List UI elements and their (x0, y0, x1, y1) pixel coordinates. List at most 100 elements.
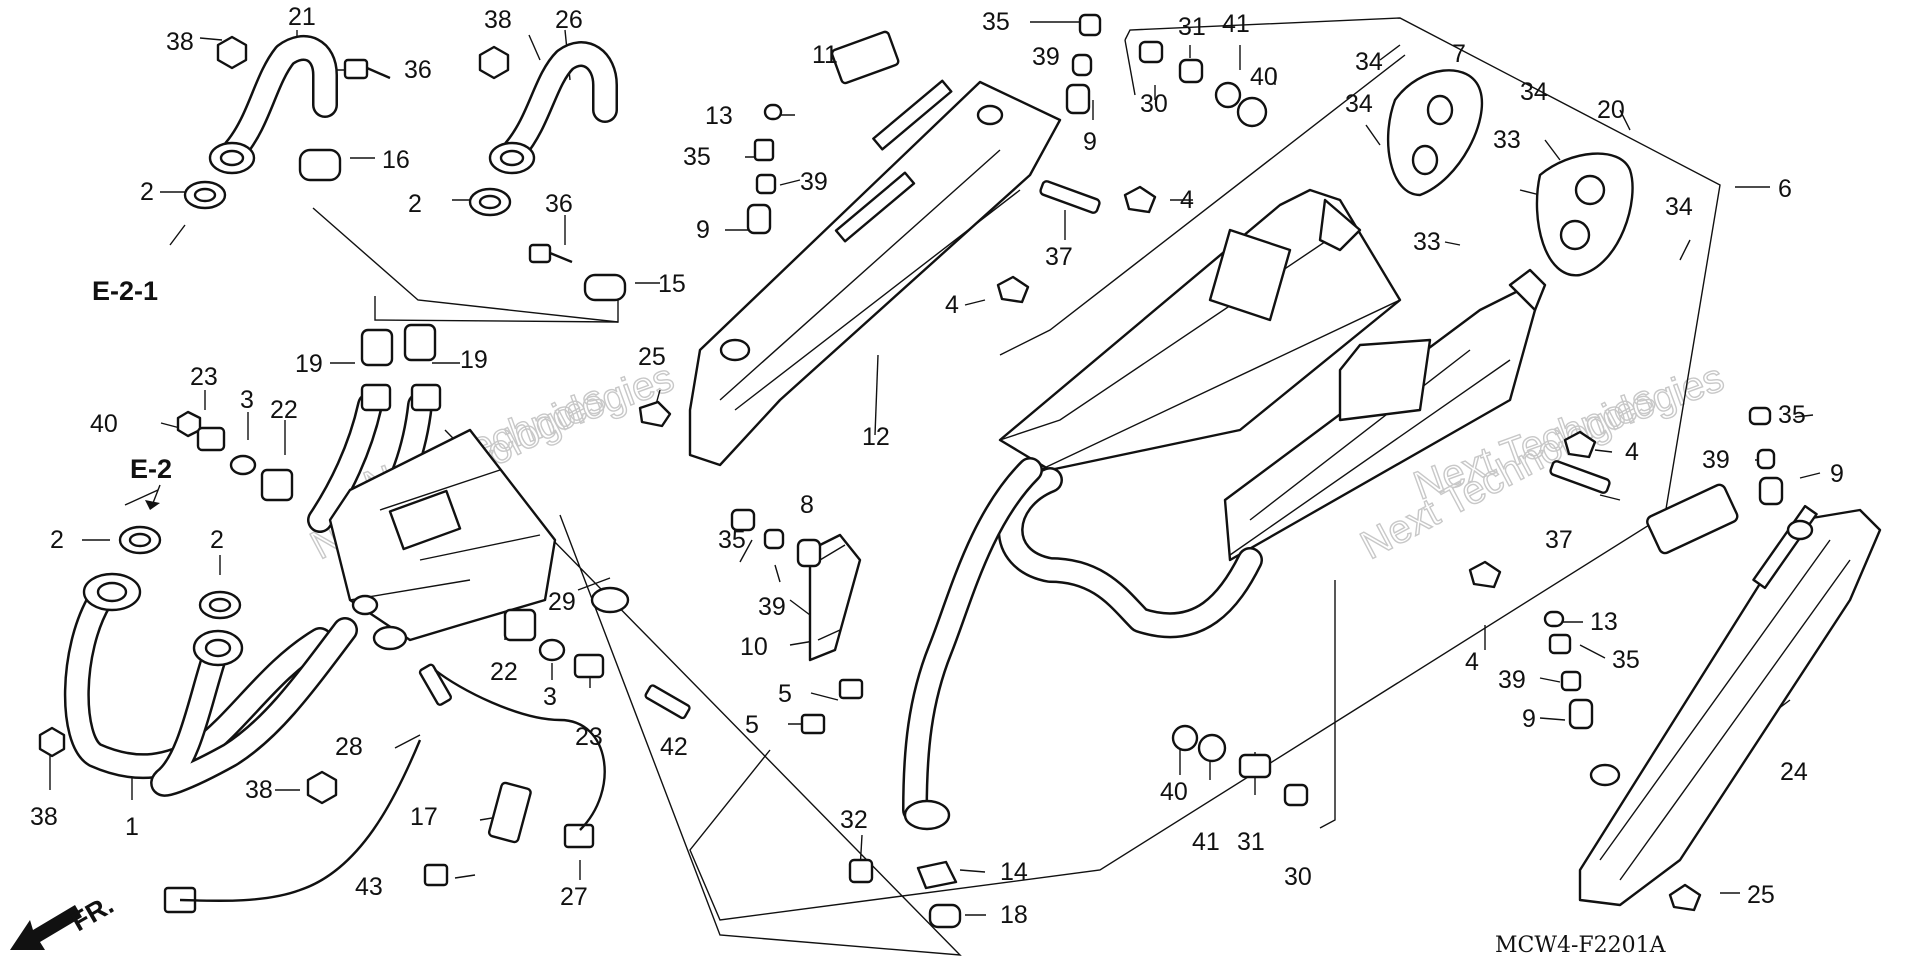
callout-39: 39 (1702, 446, 1730, 474)
callout-32: 32 (840, 806, 868, 834)
exhaust-pipe-26 (488, 41, 618, 175)
callout-5: 5 (778, 680, 792, 708)
callout-40: 40 (1160, 778, 1188, 806)
callout-40: 40 (1250, 63, 1278, 91)
callout-9: 9 (1083, 128, 1097, 156)
callout-31: 31 (1237, 828, 1265, 856)
callout-15: 15 (658, 270, 686, 298)
callout-2: 2 (408, 190, 422, 218)
grommet-25 (638, 400, 672, 428)
callout-25: 25 (638, 343, 666, 371)
stud-22 (503, 608, 537, 642)
callout-37: 37 (1045, 243, 1073, 271)
ref-e-2: E-2 (130, 454, 172, 484)
rubber-11 (830, 30, 900, 85)
callout-24: 24 (1780, 758, 1808, 786)
catalyzer-chamber (328, 428, 557, 651)
callout-2: 2 (50, 526, 64, 554)
callout-34: 34 (1520, 78, 1548, 106)
callout-23: 23 (190, 363, 218, 391)
callout-30: 30 (1284, 863, 1312, 891)
callout-12: 12 (862, 423, 890, 451)
callout-8: 8 (800, 491, 814, 519)
leader-lines (49, 21, 1821, 916)
bolt-43 (423, 863, 449, 887)
callout-14: 14 (1000, 858, 1028, 886)
diagram-code: MCW4-F2201A (1495, 933, 1667, 958)
callout-40: 40 (90, 410, 118, 438)
callout-39: 39 (758, 593, 786, 621)
callout-26: 26 (555, 6, 583, 34)
collar-23 (196, 426, 226, 452)
clamp-16 (298, 148, 342, 182)
callout-4: 4 (1625, 438, 1639, 466)
callout-42: 42 (660, 733, 688, 761)
callout-3: 3 (543, 683, 557, 711)
collar-19 (360, 328, 394, 367)
callout-20: 20 (1597, 96, 1625, 124)
callout-13: 13 (1590, 608, 1618, 636)
callout-7: 7 (1452, 40, 1466, 68)
hardware (38, 35, 691, 914)
collar-23 (573, 653, 605, 679)
callout-34: 34 (1665, 193, 1693, 221)
callout-34: 34 (1355, 48, 1383, 76)
heat-shield-slot (872, 79, 953, 151)
exhaust-pipe-21 (208, 35, 338, 175)
callout-22: 22 (490, 658, 518, 686)
callout-39: 39 (800, 168, 828, 196)
callout-38: 38 (30, 803, 58, 831)
callout-30: 30 (1140, 90, 1168, 118)
callout-35: 35 (683, 143, 711, 171)
nut-40 (176, 410, 202, 438)
end-cap-7 (1386, 69, 1484, 197)
oxygen-sensor-28 (418, 663, 453, 706)
callout-3: 3 (240, 386, 254, 414)
callout-9: 9 (696, 216, 710, 244)
washer-3 (538, 638, 566, 662)
center-bracket (730, 508, 962, 929)
nut-38 (478, 45, 510, 80)
front-label: FR. (66, 889, 119, 937)
bolt-36 (528, 243, 552, 264)
callout-29: 29 (548, 588, 576, 616)
front-direction-arrow: FR. (10, 889, 119, 950)
callout-4: 4 (945, 291, 959, 319)
arrow-icon (10, 905, 82, 950)
callout-4: 4 (1465, 648, 1479, 676)
callout-35: 35 (1778, 401, 1806, 429)
callout-2: 2 (210, 526, 224, 554)
callout-35: 35 (1612, 646, 1640, 674)
muffler-hardware-right (1171, 406, 1784, 912)
muffler-protector-12 (688, 30, 1062, 467)
callout-6: 6 (1778, 175, 1792, 203)
callout-1: 1 (125, 813, 139, 841)
callout-41: 41 (1222, 10, 1250, 38)
callout-2: 2 (140, 178, 154, 206)
callout-labels: 38 21 36 16 2 38 26 2 36 15 19 19 23 40 … (30, 3, 1844, 929)
washer-3 (229, 454, 257, 476)
callout-34: 34 (1345, 90, 1373, 118)
callout-36: 36 (404, 56, 432, 84)
end-cover-20 (1535, 152, 1634, 277)
muffler-hardware-left (746, 13, 1268, 304)
callout-41: 41 (1192, 828, 1220, 856)
callout-33: 33 (1493, 126, 1521, 154)
callout-43: 43 (355, 873, 383, 901)
callout-22: 22 (270, 396, 298, 424)
cross-references: E-2-1 E-2 (92, 276, 172, 510)
rubber-11 (1646, 483, 1739, 555)
muffler-assembly-6 (902, 188, 1547, 831)
bolt-36 (343, 58, 369, 80)
callout-13: 13 (705, 102, 733, 130)
callout-19: 19 (460, 346, 488, 374)
callout-25: 25 (1747, 881, 1775, 909)
ref-e-2-1: E-2-1 (92, 276, 158, 306)
connector-27 (563, 823, 595, 849)
callout-9: 9 (1830, 460, 1844, 488)
callout-38: 38 (245, 776, 273, 804)
callout-36: 36 (545, 190, 573, 218)
callout-39: 39 (1032, 43, 1060, 71)
nut-38 (306, 770, 338, 805)
callout-21: 21 (288, 3, 316, 31)
